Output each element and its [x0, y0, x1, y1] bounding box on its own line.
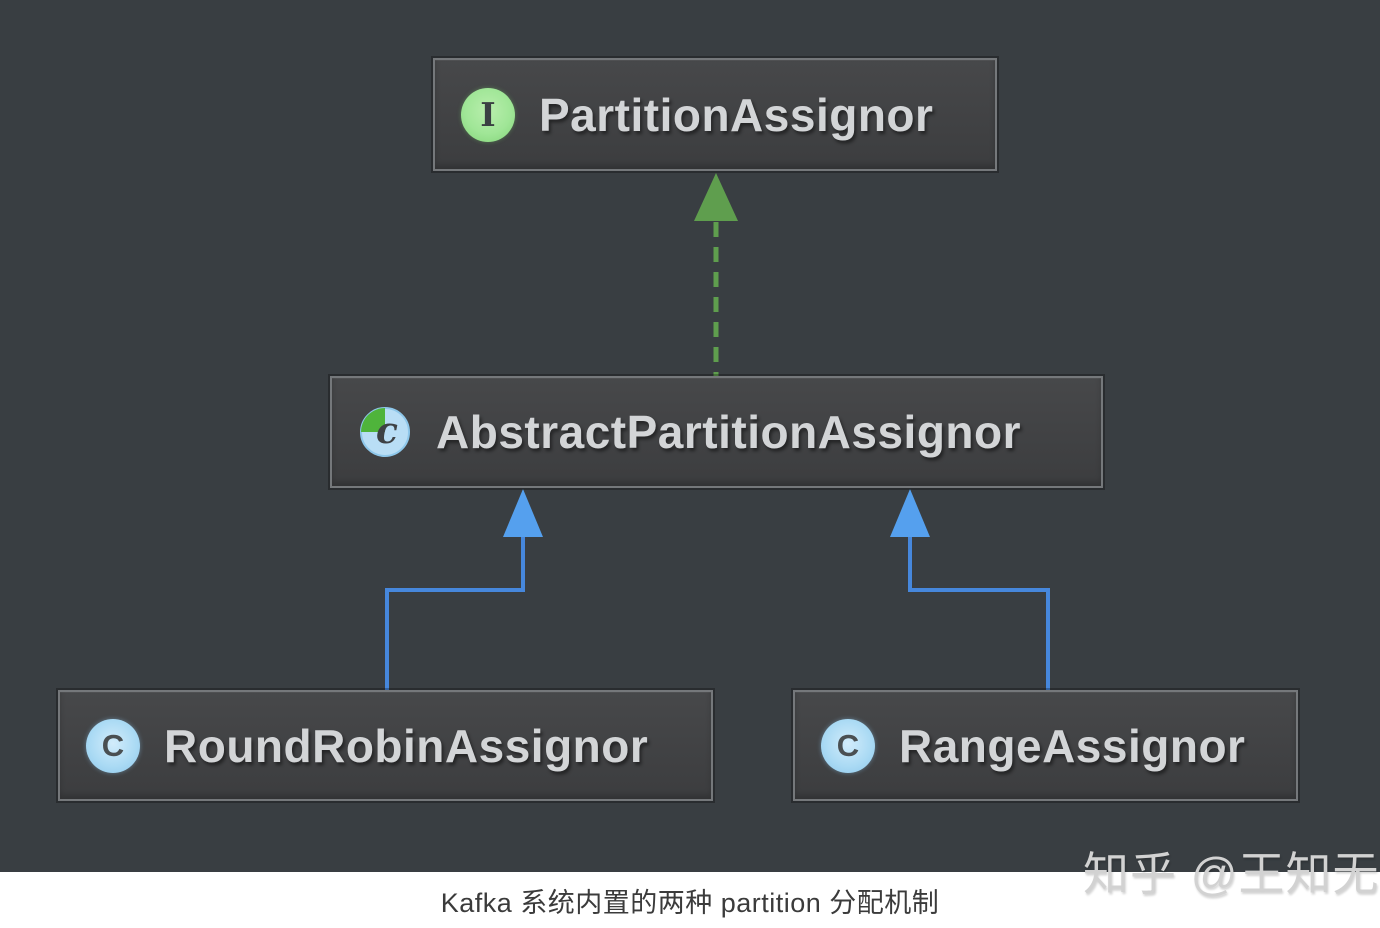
edge-implements-partition-assignor [694, 173, 738, 377]
interface-icon-letter: I [480, 95, 496, 134]
node-label: PartitionAssignor [539, 88, 934, 141]
node-range-assignor[interactable]: C RangeAssignor [793, 690, 1298, 801]
uml-diagram-canvas: I PartitionAssignor c AbstractPartitionA… [0, 0, 1380, 872]
node-partition-assignor[interactable]: I PartitionAssignor [433, 58, 997, 171]
node-round-robin-assignor[interactable]: C RoundRobinAssignor [58, 690, 713, 801]
abstract-class-icon: c [358, 405, 412, 459]
edges-layer [385, 173, 1050, 691]
edge-extends-range [890, 489, 1050, 691]
interface-icon: I [461, 87, 515, 142]
class-icon-letter: C [836, 727, 860, 763]
abstract-icon-letter: c [376, 410, 398, 452]
class-icon-letter: C [101, 727, 125, 763]
edge-extends-round-robin [385, 489, 543, 691]
node-label: AbstractPartitionAssignor [436, 406, 1022, 458]
zhihu-watermark: 知乎 @王知无 [1083, 848, 1380, 900]
class-icon: C [86, 718, 140, 773]
node-label: RangeAssignor [899, 719, 1246, 772]
class-icon: C [821, 718, 875, 773]
node-abstract-partition-assignor[interactable]: c AbstractPartitionAssignor [330, 376, 1103, 488]
node-label: RoundRobinAssignor [164, 719, 649, 772]
figure-caption: Kafka 系统内置的两种 partition 分配机制 [440, 887, 940, 918]
caption-strip: Kafka 系统内置的两种 partition 分配机制 [0, 872, 1380, 928]
